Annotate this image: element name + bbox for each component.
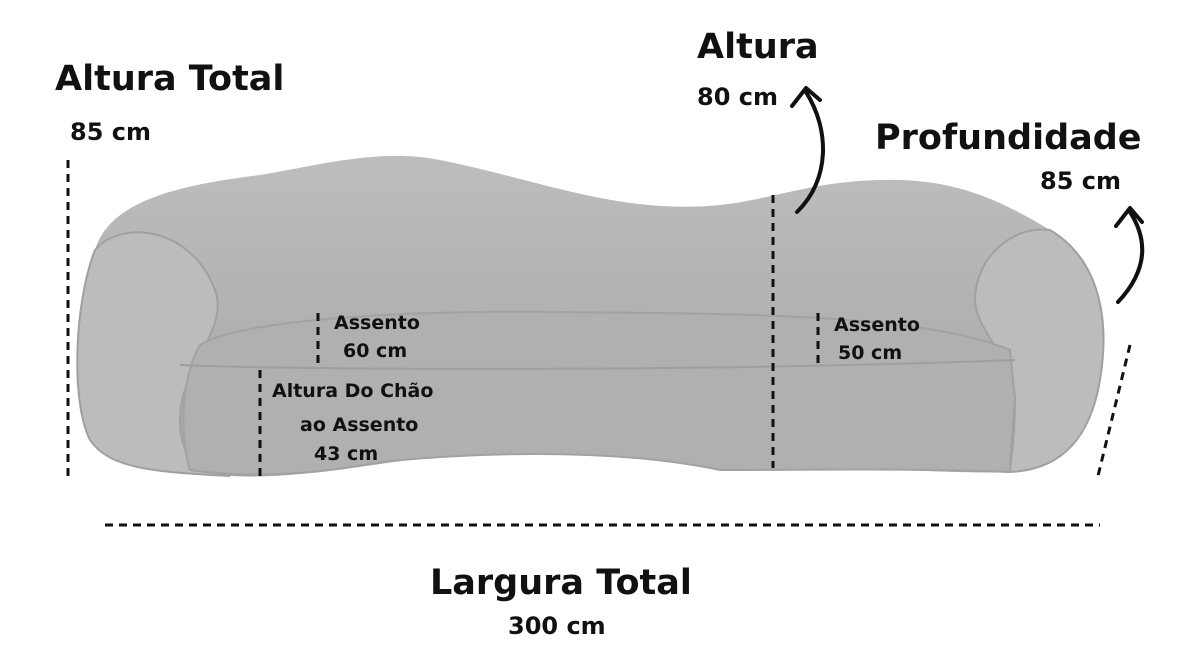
seat-height-label-line2: ao Assento: [300, 414, 419, 436]
seat-height-value: 43 cm: [314, 443, 379, 465]
seat-left-label: Assento: [334, 312, 420, 334]
depth-value: 85 cm: [1040, 167, 1121, 195]
seat-left-value: 60 cm: [343, 340, 408, 362]
back-height-label: Altura: [697, 27, 819, 67]
seat-height-label-line1: Altura Do Chão: [272, 380, 434, 402]
total-width-value: 300 cm: [508, 612, 606, 640]
depth-dashed-line: [1095, 344, 1132, 481]
back-height-value: 80 cm: [697, 83, 778, 111]
sofa-seat: [182, 310, 1017, 476]
total-height-value: 85 cm: [70, 118, 151, 146]
seat-right-value: 50 cm: [838, 342, 903, 364]
back-height-arrow-icon: [790, 86, 825, 214]
total-height-label: Altura Total: [55, 59, 285, 99]
depth-arrow-icon: [1114, 206, 1145, 304]
total-width-label: Largura Total: [430, 563, 692, 603]
seat-right-label: Assento: [834, 314, 920, 336]
depth-label: Profundidade: [875, 118, 1142, 158]
